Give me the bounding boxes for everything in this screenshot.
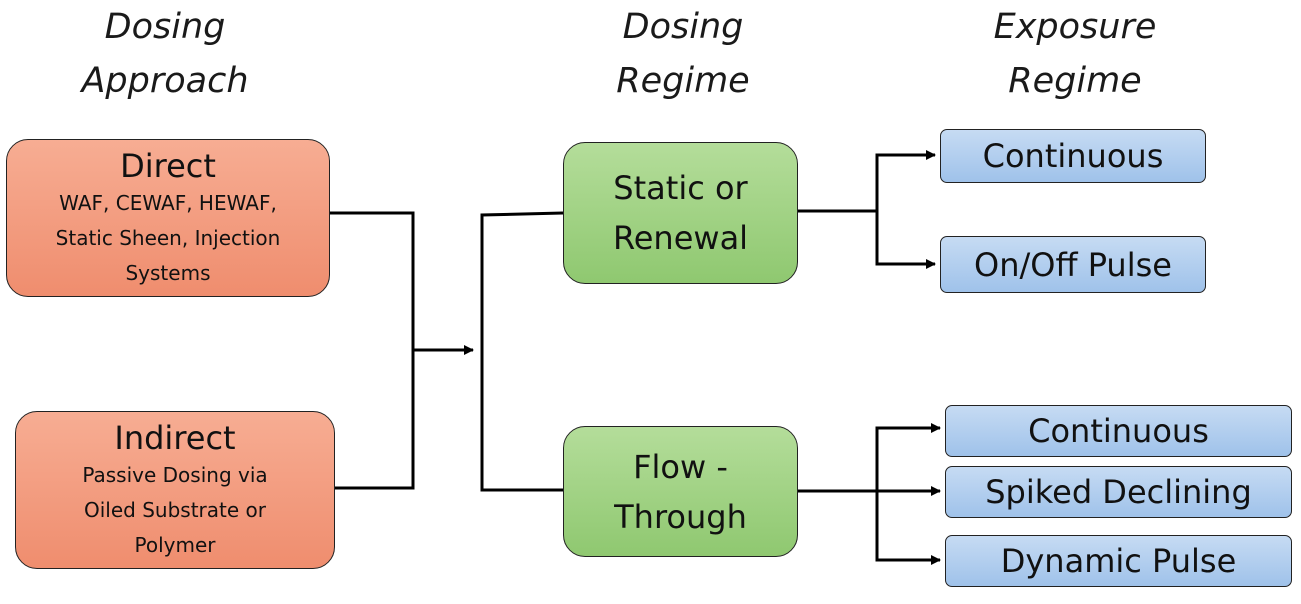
indirect-approach-box: Indirect Passive Dosing via Oiled Substr… (15, 411, 335, 569)
flow-through-box: Flow - Through (563, 426, 798, 557)
indirect-title: Indirect (114, 418, 236, 457)
static-continuous-label: Continuous (982, 137, 1164, 175)
direct-detail: WAF, CEWAF, HEWAF, Static Sheen, Injecti… (55, 190, 281, 285)
header-exposure-regime: Exposure Regime (993, 7, 1157, 101)
flow-continuous-label: Continuous (1028, 412, 1209, 450)
dynamic-pulse-label: Dynamic Pulse (1000, 542, 1237, 580)
flow-through-label: Flow - Through (614, 447, 747, 536)
direct-connector (330, 211, 415, 350)
split-connector (480, 211, 564, 492)
static-continuous-box: Continuous (940, 129, 1206, 183)
static-renewal-box: Static or Renewal (563, 142, 798, 284)
flow-continuous-box: Continuous (945, 405, 1292, 457)
flow-arrow-continuous (875, 423, 941, 491)
header-dosing-approach: Dosing Approach (81, 7, 249, 101)
indirect-detail: Passive Dosing via Oiled Substrate or Po… (82, 462, 268, 557)
indirect-connector (335, 350, 415, 490)
static-renewal-label: Static or Renewal (612, 169, 749, 257)
spiked-declining-label: Spiked Declining (985, 473, 1252, 511)
direct-title: Direct (120, 146, 216, 185)
static-arrow-pulse (875, 211, 936, 269)
header-dosing-regime: Dosing Regime (616, 7, 750, 101)
static-arrow-continuous (875, 150, 936, 211)
spiked-declining-box: Spiked Declining (945, 466, 1292, 518)
direct-approach-box: Direct WAF, CEWAF, HEWAF, Static Sheen, … (6, 139, 330, 297)
dynamic-pulse-box: Dynamic Pulse (945, 535, 1292, 587)
on-off-pulse-box: On/Off Pulse (940, 236, 1206, 293)
on-off-pulse-label: On/Off Pulse (974, 245, 1172, 284)
flow-arrow-dynamic (875, 491, 941, 565)
